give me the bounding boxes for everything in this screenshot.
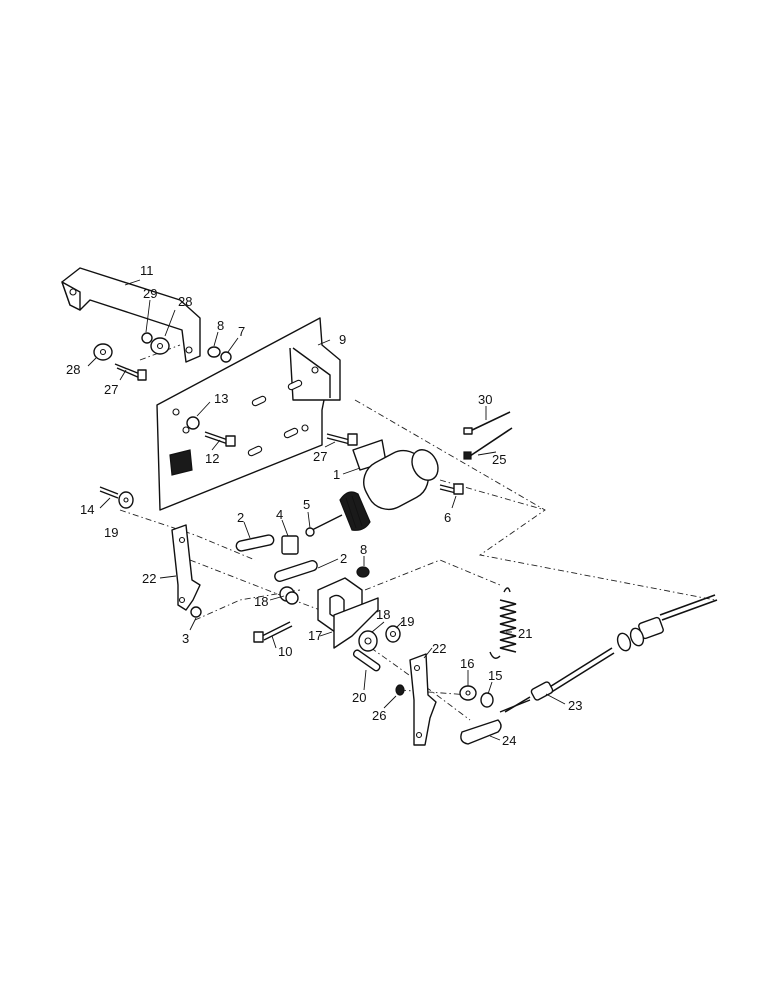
callout-22-a: 22 [142, 571, 156, 586]
callout-15: 15 [488, 668, 502, 683]
callout-26: 26 [372, 708, 386, 723]
callout-18-a: 18 [254, 594, 268, 609]
callout-6: 6 [444, 510, 451, 525]
callout-27-b: 27 [313, 449, 327, 464]
spacers-and-pin [352, 625, 401, 672]
left-fasteners [99, 486, 134, 509]
callout-9: 9 [339, 332, 346, 347]
links-and-block [190, 534, 318, 618]
callout-19-a: 19 [104, 525, 118, 540]
callout-12: 12 [205, 451, 219, 466]
callout-23: 23 [568, 698, 582, 713]
callout-7: 7 [238, 324, 245, 339]
callout-17: 17 [308, 628, 322, 643]
cable-end-fittings [459, 685, 531, 745]
upper-bracket [61, 267, 201, 363]
callout-13: 13 [214, 391, 228, 406]
callout-21: 21 [518, 626, 532, 641]
right-lever [395, 653, 437, 746]
leader-lines [87, 279, 566, 741]
callout-27-a: 27 [104, 382, 118, 397]
control-cable [504, 594, 718, 713]
callout-18-b: 18 [376, 607, 390, 622]
callout-16: 16 [460, 656, 474, 671]
callout-19-b: 19 [400, 614, 414, 629]
callout-28-a: 28 [178, 294, 192, 309]
wires [463, 411, 513, 460]
callout-2-a: 2 [237, 510, 244, 525]
callout-3: 3 [182, 631, 189, 646]
mounting-plate [156, 317, 341, 511]
callout-30: 30 [478, 392, 492, 407]
clamp-bracket [317, 566, 379, 649]
callout-11: 11 [140, 263, 154, 278]
callout-1: 1 [333, 467, 340, 482]
callout-20: 20 [352, 690, 366, 705]
callout-29: 29 [143, 286, 157, 301]
bolt-10 [253, 621, 293, 643]
solenoid [305, 439, 439, 537]
callout-22-b: 22 [432, 641, 446, 656]
left-lever [171, 524, 201, 611]
callout-14: 14 [80, 502, 94, 517]
callout-28-b: 28 [66, 362, 80, 377]
callout-labels: 11 29 28 28 27 8 7 9 13 12 27 30 25 1 6 … [66, 263, 582, 748]
callout-4: 4 [276, 507, 283, 522]
callout-2-b: 2 [340, 551, 347, 566]
callout-8-a: 8 [217, 318, 224, 333]
callout-25: 25 [492, 452, 506, 467]
upper-fasteners [93, 332, 464, 495]
callout-5: 5 [303, 497, 310, 512]
spring [489, 587, 517, 659]
callout-8-b: 8 [360, 542, 367, 557]
callout-10: 10 [278, 644, 292, 659]
callout-24: 24 [502, 733, 516, 748]
